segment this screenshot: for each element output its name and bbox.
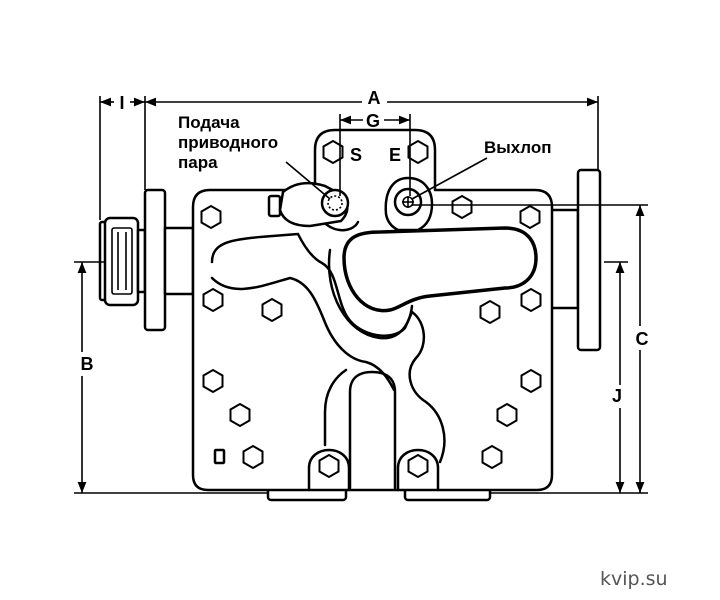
hex-bolt xyxy=(481,444,503,470)
hex-bolt xyxy=(479,299,501,325)
supply-leader-line xyxy=(285,161,331,200)
float-lever xyxy=(342,226,538,313)
exhaust-callout: Выхлоп xyxy=(484,138,551,157)
dim-label-i: I xyxy=(119,93,124,113)
dimension-lines xyxy=(77,97,645,493)
dim-label-g: G xyxy=(366,111,380,131)
dim-label-c: C xyxy=(636,329,649,349)
union-inner xyxy=(111,227,133,295)
port-label-s: S xyxy=(350,145,362,165)
hex-bolt xyxy=(451,194,473,220)
hex-bolt xyxy=(229,402,251,428)
hex-bolt xyxy=(407,139,429,165)
union-body xyxy=(103,216,140,307)
hex-bolt xyxy=(496,402,518,428)
lever-outer-contour xyxy=(327,248,414,340)
hex-bolt xyxy=(407,453,429,479)
cavity-right-edge xyxy=(408,310,446,464)
right-outlet-assembly xyxy=(548,168,602,352)
hex-bolt xyxy=(322,139,344,165)
top-left-nub xyxy=(267,194,282,218)
hex-bolt xyxy=(318,453,340,479)
hex-bolt xyxy=(520,368,542,394)
left-pipe xyxy=(163,226,195,296)
port-label-e: E xyxy=(389,145,401,165)
supply-callout-line-2: приводного xyxy=(178,133,278,152)
right-flange xyxy=(576,168,602,352)
hex-bolt xyxy=(519,204,541,230)
supply-port-inner xyxy=(327,195,343,211)
hex-bolt xyxy=(202,287,224,313)
watermark: kvip.su xyxy=(600,568,668,590)
central-channel xyxy=(348,370,397,490)
extension-lines xyxy=(74,96,648,494)
supply-callout-line-1: Подача xyxy=(178,113,240,132)
hex-bolt-group xyxy=(200,139,542,479)
center-wall xyxy=(323,368,348,447)
cavity-lower-edge xyxy=(210,276,396,392)
hex-bolt xyxy=(202,368,224,394)
bottom-right-boss xyxy=(396,448,440,492)
exhaust-leader-line xyxy=(411,157,488,200)
hex-bolt xyxy=(261,297,283,323)
dim-label-a: A xyxy=(368,88,381,108)
supply-port xyxy=(320,188,350,218)
hex-bolt xyxy=(242,444,264,470)
bottom-left-nub xyxy=(213,448,226,465)
supply-callout-line-3: пара xyxy=(178,153,218,172)
cavity-upper-edge xyxy=(210,232,414,337)
dim-label-j: J xyxy=(612,386,622,406)
bottom-left-boss xyxy=(307,448,351,492)
left-inlet-assembly xyxy=(98,188,195,332)
left-flange xyxy=(143,188,167,332)
right-pipe xyxy=(548,208,580,310)
hex-bolt xyxy=(520,287,542,313)
hex-bolt xyxy=(200,204,222,230)
dim-label-b: B xyxy=(81,354,94,374)
